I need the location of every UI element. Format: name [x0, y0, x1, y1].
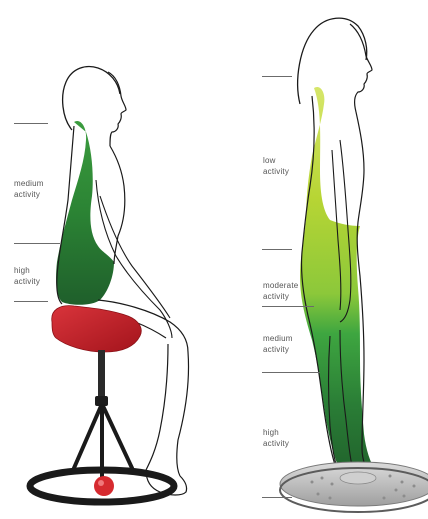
label-line-1: high — [14, 265, 40, 276]
right-leader-line-3 — [262, 306, 314, 307]
saddle-chair-icon — [30, 306, 174, 502]
label-line-2: activity — [263, 291, 298, 302]
label-line-1: medium — [14, 178, 44, 189]
label-line-1: moderate — [263, 280, 298, 291]
label-line-2: activity — [263, 166, 289, 177]
right-low-activity-label: low activity — [263, 155, 289, 177]
label-line-1: high — [263, 427, 289, 438]
label-line-2: activity — [263, 344, 293, 355]
right-leader-line-top — [262, 76, 292, 77]
left-leader-line-top — [14, 123, 48, 124]
chair-column — [98, 350, 105, 402]
saddle-seat — [52, 306, 142, 352]
right-medium-activity-label: medium activity — [263, 333, 293, 355]
balance-board-icon — [280, 462, 428, 512]
standing-face — [350, 24, 372, 112]
right-moderate-activity-label: moderate activity — [263, 280, 298, 302]
left-medium-activity-label: medium activity — [14, 178, 44, 200]
right-leader-line-4 — [262, 372, 320, 373]
seated-front — [110, 146, 125, 264]
left-leader-line-middle — [14, 243, 60, 244]
left-leader-line-bottom — [14, 301, 48, 302]
seated-hair — [63, 67, 120, 130]
label-line-2: activity — [14, 189, 44, 200]
standing-activity-fill — [300, 87, 377, 485]
left-high-activity-label: high activity — [14, 265, 40, 287]
chair-red-ball — [94, 476, 114, 496]
right-leader-line-2 — [262, 249, 292, 250]
label-line-2: activity — [263, 438, 289, 449]
seated-back-activity-fill — [56, 121, 114, 305]
seated-lower-leg — [146, 344, 189, 476]
label-line-1: low — [263, 155, 289, 166]
standing-woman-silhouette-icon — [298, 18, 398, 493]
label-line-2: activity — [14, 276, 40, 287]
seated-woman-silhouette-icon — [56, 67, 188, 495]
seated-face — [108, 72, 126, 146]
right-high-activity-label: high activity — [263, 427, 289, 449]
right-leader-line-bottom — [262, 497, 292, 498]
label-line-1: medium — [263, 333, 293, 344]
